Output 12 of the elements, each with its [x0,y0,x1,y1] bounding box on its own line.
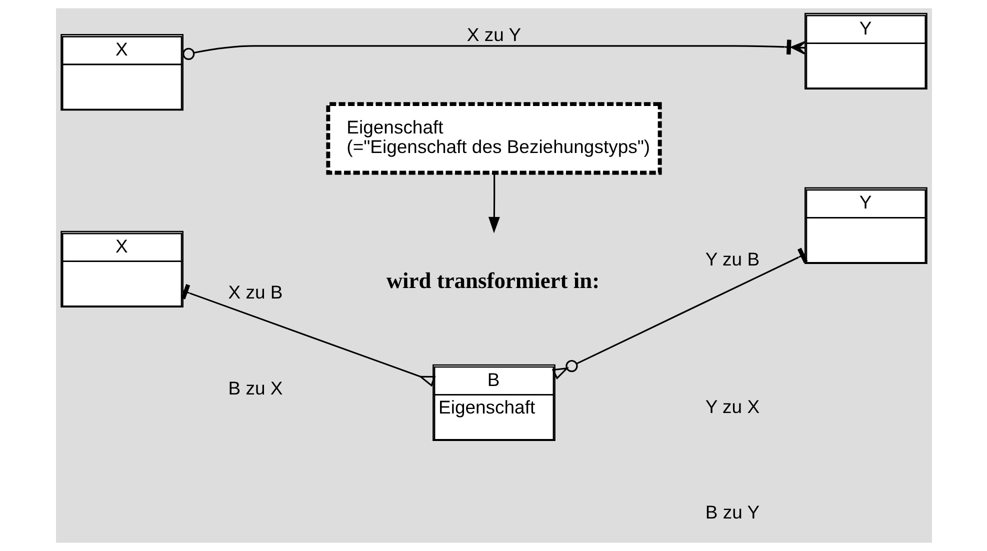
connector [180,284,436,387]
node-box: Eigenschaft (="Eigenschaft des Beziehungstyps") [326,102,662,175]
edge-label: Y zu B [704,248,760,270]
label: B zu Y [704,502,760,523]
edge-label: X zu Y [466,24,521,45]
edge-label: X zu B [228,282,282,303]
connector [182,40,806,60]
label: B zu X [228,377,282,398]
connector [551,248,808,380]
arrow [488,173,500,234]
label: wird transformiert in: [386,268,600,293]
label: Y zu X [704,396,760,417]
